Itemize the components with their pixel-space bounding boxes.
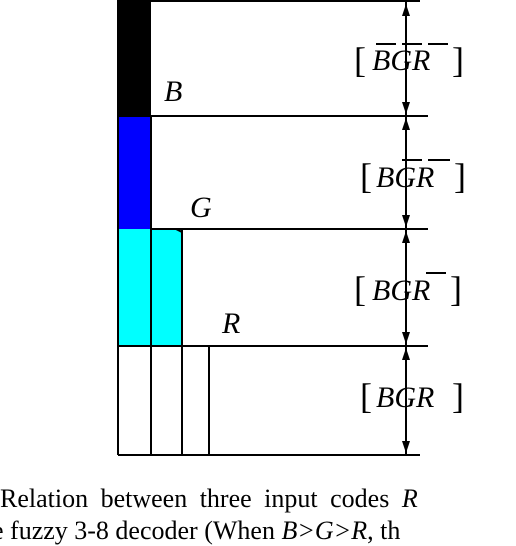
svg-text:BGR: BGR bbox=[372, 274, 430, 307]
black-region bbox=[118, 0, 151, 116]
arrow-down-icon bbox=[402, 102, 410, 114]
band-code-3: [ BGR ] bbox=[354, 269, 462, 309]
cyan-region-right bbox=[151, 229, 182, 346]
caption-line-1: Relation between three input codes R bbox=[0, 484, 418, 513]
svg-text:]: ] bbox=[454, 156, 466, 196]
dimension-arrows bbox=[402, 4, 410, 453]
caption-line-2: e fuzzy 3-8 decoder (When B>G>R, th bbox=[0, 516, 401, 545]
arrow-up-icon bbox=[402, 118, 410, 130]
arrow-down-icon bbox=[402, 215, 410, 227]
band-code-4: [ BGR ] bbox=[360, 376, 464, 416]
svg-text:[: [ bbox=[360, 156, 372, 196]
band-code-1: [ BGR ] bbox=[354, 40, 464, 80]
cyan-region-left bbox=[118, 229, 151, 346]
svg-text:[: [ bbox=[360, 376, 372, 416]
svg-text:]: ] bbox=[450, 269, 462, 309]
label-b: B bbox=[164, 75, 182, 108]
arrow-up-icon bbox=[402, 231, 410, 243]
svg-text:[: [ bbox=[354, 269, 366, 309]
decoder-diagram: B G R [ BGR ] [ BGR ] [ BGR ] [ BGR ] bbox=[117, 0, 466, 456]
band-code-2: [ BGR ] bbox=[360, 156, 466, 196]
svg-text:]: ] bbox=[452, 40, 464, 80]
svg-text:]: ] bbox=[452, 376, 464, 416]
svg-text:BGR: BGR bbox=[376, 381, 434, 414]
svg-text:BGR: BGR bbox=[372, 44, 430, 77]
arrow-up-icon bbox=[402, 348, 410, 360]
svg-text:[: [ bbox=[354, 40, 366, 80]
arrow-down-icon bbox=[402, 441, 410, 453]
svg-text:BGR: BGR bbox=[376, 161, 434, 194]
arrow-up-icon bbox=[402, 4, 410, 16]
label-r: R bbox=[221, 307, 240, 340]
blue-region bbox=[118, 116, 151, 229]
label-g: G bbox=[190, 191, 212, 224]
g-tick bbox=[175, 228, 183, 233]
arrow-down-icon bbox=[402, 332, 410, 344]
